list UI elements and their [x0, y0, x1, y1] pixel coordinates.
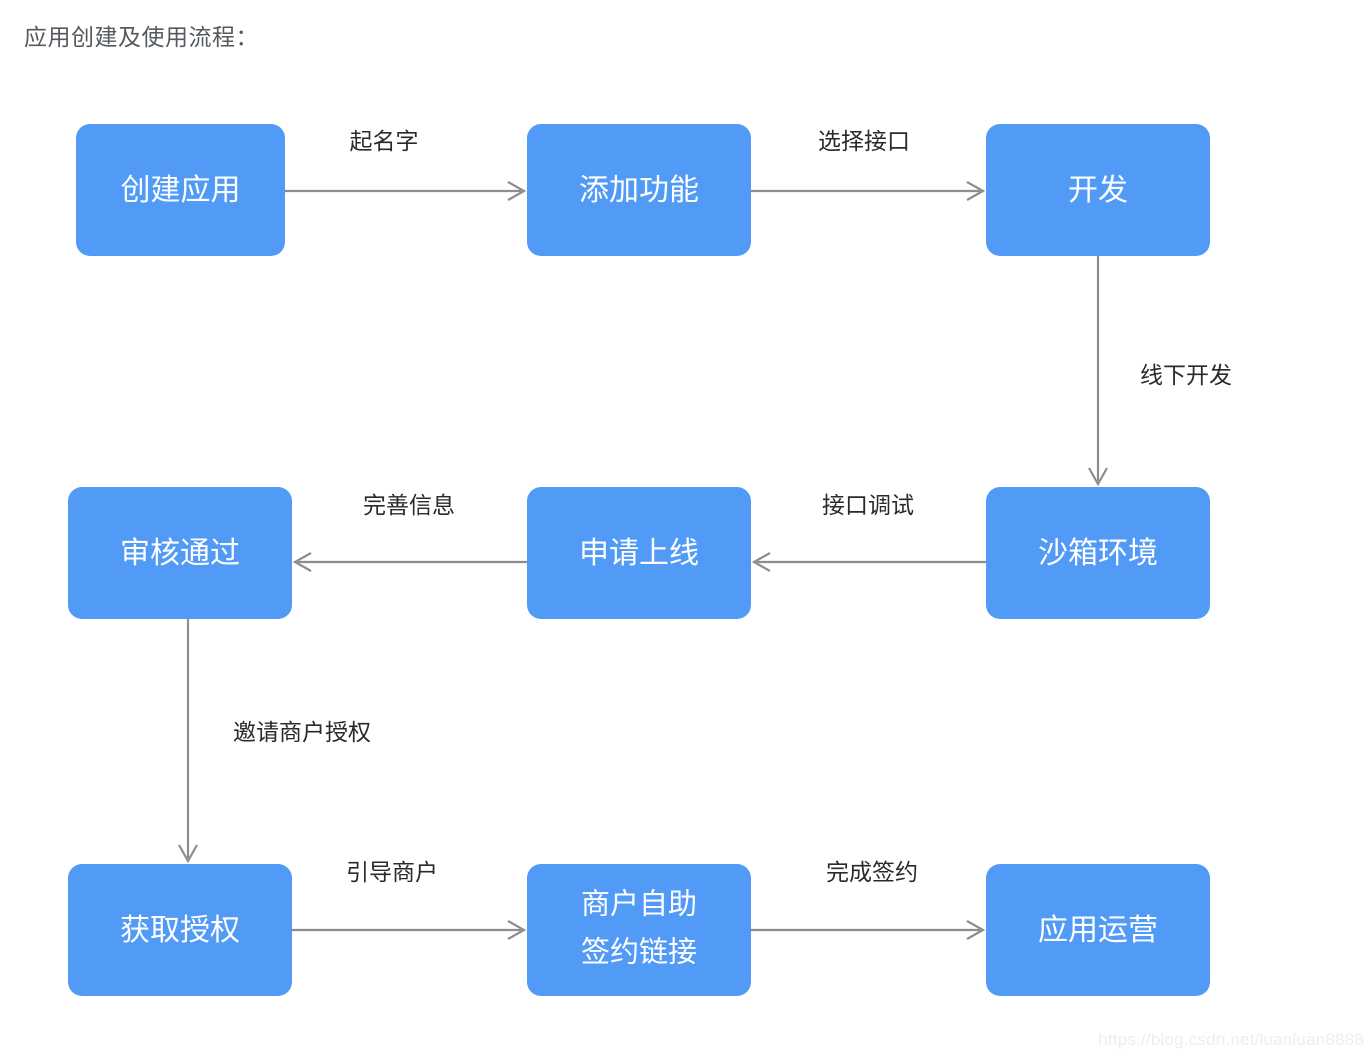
arrowhead-left-icon [751, 552, 771, 572]
arrowhead-down-icon [1088, 467, 1108, 487]
node-develop[interactable]: 开发 [986, 124, 1210, 256]
arrowhead-right-icon [507, 181, 527, 201]
node-box[interactable] [986, 487, 1210, 619]
node-label-line-1: 商户自助 [581, 888, 697, 921]
edge-layer: 起名字 选择接口 线下开发 接口调试 完善信息 [178, 128, 1232, 940]
edge-label: 邀请商户授权 [233, 719, 371, 745]
node-box[interactable] [986, 864, 1210, 996]
node-label: 应用运营 [1038, 914, 1158, 947]
edge-review-passed-to-get-authorization: 邀请商户授权 [178, 619, 371, 864]
edge-label: 起名字 [350, 128, 419, 154]
edge-get-authorization-to-merchant-self-sign: 引导商户 [292, 859, 527, 940]
node-box[interactable] [527, 124, 751, 256]
node-label: 添加功能 [579, 174, 699, 207]
edge-label: 选择接口 [818, 128, 910, 154]
node-box[interactable] [68, 487, 292, 619]
arrowhead-right-icon [966, 920, 986, 940]
node-label: 沙箱环境 [1038, 537, 1158, 570]
node-create-app[interactable]: 创建应用 [76, 124, 285, 256]
node-merchant-self-sign[interactable]: 商户自助 签约链接 [527, 864, 751, 996]
page-title: 应用创建及使用流程： [24, 24, 259, 50]
node-label: 获取授权 [120, 914, 240, 947]
node-review-passed[interactable]: 审核通过 [68, 487, 292, 619]
watermark: https://blog.csdn.net/luanluan8888 [1098, 1030, 1364, 1049]
node-apply-online[interactable]: 申请上线 [527, 487, 751, 619]
node-layer: 创建应用 添加功能 开发 审核通过 申请上线 沙箱环境 获取授权 [68, 124, 1210, 996]
node-add-feature[interactable]: 添加功能 [527, 124, 751, 256]
edge-label: 线下开发 [1140, 362, 1232, 388]
node-box[interactable] [68, 864, 292, 996]
edge-apply-online-to-review-passed: 完善信息 [292, 492, 527, 572]
edge-label: 引导商户 [346, 859, 438, 885]
node-label: 创建应用 [121, 174, 241, 207]
node-box[interactable] [527, 864, 751, 996]
node-app-operation[interactable]: 应用运营 [986, 864, 1210, 996]
node-label: 开发 [1068, 174, 1128, 207]
edge-add-feature-to-develop: 选择接口 [751, 128, 986, 201]
node-get-authorization[interactable]: 获取授权 [68, 864, 292, 996]
node-sandbox-env[interactable]: 沙箱环境 [986, 487, 1210, 619]
arrowhead-down-icon [178, 844, 198, 864]
edge-sandbox-env-to-apply-online: 接口调试 [751, 492, 986, 572]
node-box[interactable] [986, 124, 1210, 256]
edge-label: 完善信息 [363, 492, 455, 518]
node-label: 申请上线 [579, 537, 699, 570]
edge-label: 完成签约 [826, 859, 918, 885]
edge-merchant-self-sign-to-app-operation: 完成签约 [751, 859, 986, 940]
edge-develop-to-sandbox-env: 线下开发 [1088, 256, 1232, 487]
node-box[interactable] [527, 487, 751, 619]
arrowhead-right-icon [507, 920, 527, 940]
arrowhead-left-icon [292, 552, 312, 572]
arrowhead-right-icon [966, 181, 986, 201]
edge-label: 接口调试 [822, 492, 914, 518]
node-label: 审核通过 [120, 537, 240, 570]
node-label-line-2: 签约链接 [581, 936, 697, 969]
edge-create-app-to-add-feature: 起名字 [285, 128, 527, 201]
node-box[interactable] [76, 124, 285, 256]
